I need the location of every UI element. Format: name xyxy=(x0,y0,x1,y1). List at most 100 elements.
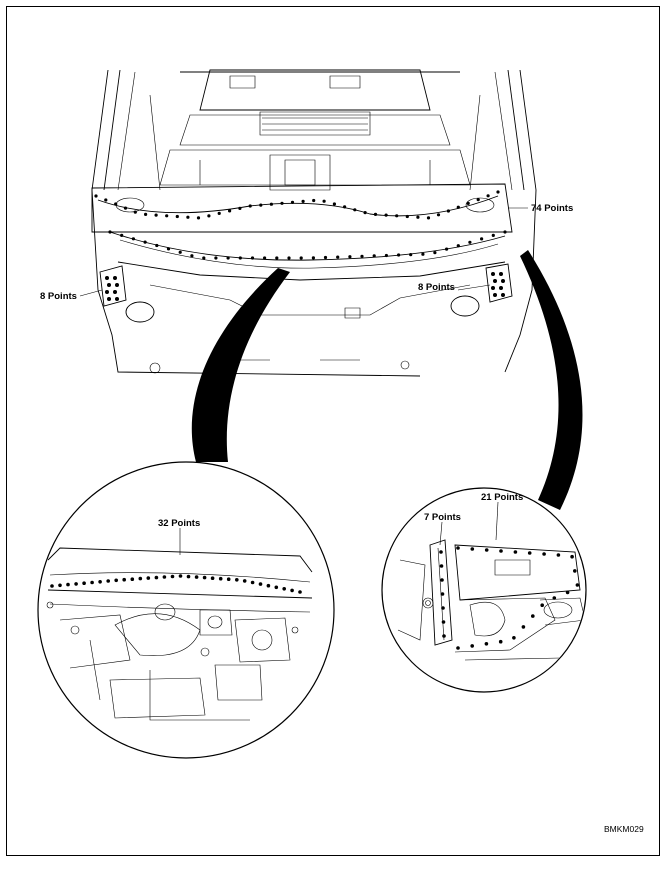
left-pillar-pad xyxy=(99,265,127,307)
weld-point xyxy=(258,582,263,586)
weld-point xyxy=(274,585,279,590)
upper-weld-points xyxy=(94,190,507,260)
weld-point xyxy=(499,549,503,553)
weld-point xyxy=(468,240,472,244)
weld-point xyxy=(441,620,446,624)
figure-reference: BMKM029 xyxy=(604,824,644,834)
weld-point xyxy=(466,201,470,205)
weld-point xyxy=(58,583,62,588)
weld-point xyxy=(114,578,118,583)
weld-point xyxy=(542,552,546,556)
weld-point xyxy=(178,250,182,254)
weld-point xyxy=(442,634,446,638)
weld-point xyxy=(108,230,112,234)
weld-point xyxy=(178,574,183,578)
weld-point xyxy=(348,255,352,259)
weld-point xyxy=(480,237,484,241)
weld-point xyxy=(493,279,497,283)
weld-point xyxy=(513,550,518,554)
leader-8-left xyxy=(79,289,103,297)
weld-point xyxy=(499,286,503,290)
detail-circle-right xyxy=(381,487,587,693)
weld-point xyxy=(130,577,135,581)
weld-point xyxy=(527,551,532,555)
weld-point xyxy=(501,293,505,297)
weld-point xyxy=(470,547,475,551)
weld-point xyxy=(146,576,151,580)
weld-point xyxy=(395,214,399,218)
weld-point xyxy=(512,636,516,640)
weld-point xyxy=(491,233,495,237)
weld-point xyxy=(446,209,450,213)
weld-point xyxy=(570,554,574,559)
weld-point xyxy=(98,580,102,584)
weld-point xyxy=(397,253,401,257)
weld-point xyxy=(133,210,137,214)
detail-right-large-count-label: 21 Points xyxy=(481,492,523,503)
weld-point xyxy=(269,202,273,206)
weld-point xyxy=(113,290,117,294)
weld-point xyxy=(250,256,255,260)
callout-wedge-right xyxy=(520,250,583,510)
weld-point xyxy=(484,642,489,646)
weld-point xyxy=(521,625,526,629)
weld-point xyxy=(238,206,242,210)
weld-point xyxy=(155,243,159,248)
detail-left-count-label: 32 Points xyxy=(158,518,200,529)
left-pillar-weld-points xyxy=(105,276,119,301)
weld-point xyxy=(491,272,495,276)
weld-point xyxy=(445,247,449,251)
weld-point xyxy=(228,209,232,213)
weld-point xyxy=(456,546,460,550)
detail-right-small-count-label: 7 Points xyxy=(424,512,461,523)
weld-point xyxy=(426,216,431,220)
weld-point xyxy=(405,214,409,219)
weld-point xyxy=(322,199,326,203)
weld-point xyxy=(373,212,378,216)
right-pillar-count-label: 8 Points xyxy=(418,282,455,293)
weld-point xyxy=(105,276,109,280)
weld-point xyxy=(416,215,420,219)
weld-point xyxy=(301,199,305,203)
weld-point xyxy=(202,256,206,260)
weld-point xyxy=(166,247,171,251)
right-pillar-weld-points xyxy=(491,272,505,297)
weld-point xyxy=(332,202,336,206)
weld-point xyxy=(456,244,460,248)
weld-point xyxy=(175,214,179,219)
weld-point xyxy=(311,256,315,260)
weld-point xyxy=(50,584,54,588)
weld-point xyxy=(226,577,231,581)
weld-point xyxy=(298,590,302,594)
weld-point xyxy=(202,575,207,580)
weld-point xyxy=(107,283,111,287)
weld-point xyxy=(218,576,223,581)
detail-left-weld-points xyxy=(50,574,302,594)
weld-point xyxy=(372,254,376,258)
weld-point xyxy=(123,206,128,210)
weld-point xyxy=(190,254,194,258)
weld-point xyxy=(242,579,247,583)
weld-point xyxy=(409,253,413,257)
weld-point xyxy=(299,256,303,260)
weld-point xyxy=(470,644,475,648)
weld-point xyxy=(131,237,135,241)
weld-point xyxy=(491,286,495,290)
weld-point xyxy=(214,256,218,260)
weld-point xyxy=(235,578,239,582)
weld-point xyxy=(259,203,263,207)
weld-point xyxy=(143,240,147,244)
weld-point xyxy=(106,579,110,583)
weld-point xyxy=(120,233,124,237)
weld-point xyxy=(456,205,460,209)
weld-point xyxy=(113,276,117,280)
weld-point xyxy=(565,590,570,595)
weld-point xyxy=(531,614,535,618)
weld-point xyxy=(266,583,271,588)
weld-point xyxy=(162,575,167,579)
weld-point xyxy=(74,582,78,586)
weld-point xyxy=(282,587,287,591)
weld-point xyxy=(138,576,143,581)
weld-point xyxy=(496,190,500,194)
